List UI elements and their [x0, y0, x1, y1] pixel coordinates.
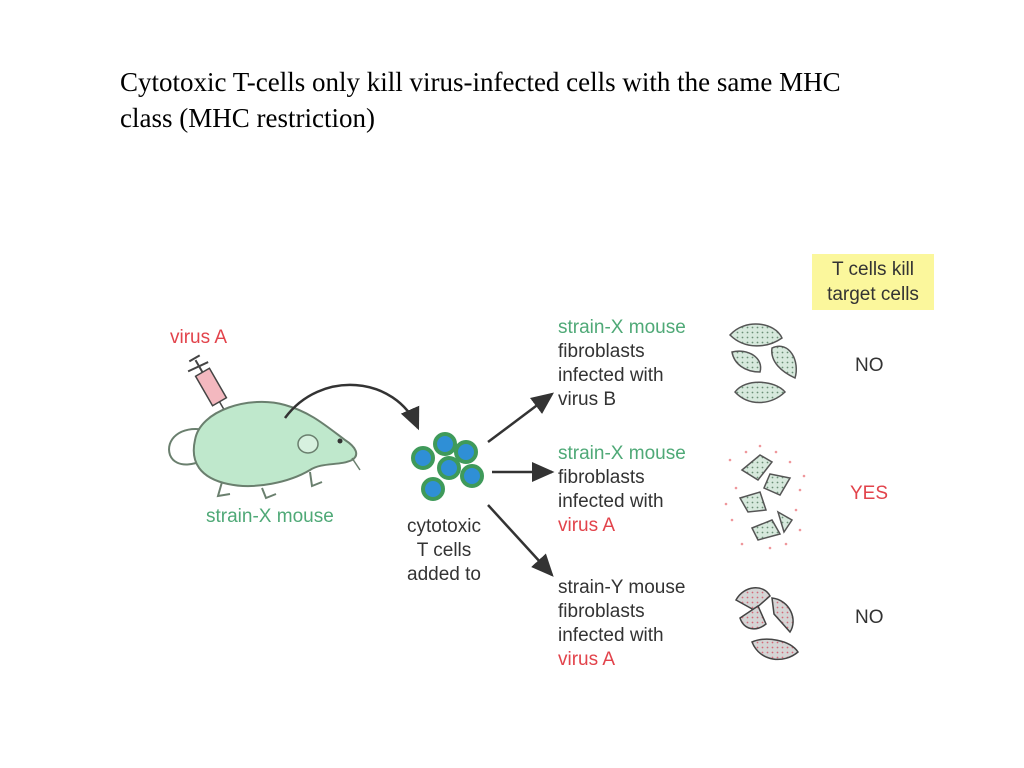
arrow-mouse-to-tcells	[283, 383, 420, 431]
row-2-label: strain-X mouse fibroblasts infected with…	[558, 443, 686, 536]
arrow-to-row-1	[487, 392, 554, 443]
key-box: T cells kill target cells	[812, 254, 934, 310]
tcells-label: cytotoxic T cells added to	[407, 516, 481, 585]
row-1-result: NO	[855, 355, 884, 376]
row-1-label: strain-X mouse fibroblasts infected with…	[558, 317, 686, 410]
syringe-icon	[187, 354, 229, 416]
tcell-cluster	[411, 432, 484, 501]
row-2-result: YES	[850, 483, 889, 504]
fibroblasts-row-1	[728, 323, 797, 404]
mouse-label: strain-X mouse	[206, 506, 334, 527]
mouse-illustration	[168, 400, 361, 500]
slide-title: Cytotoxic T-cells only kill virus-infect…	[120, 67, 841, 133]
row-3-label: strain-Y mouse fibroblasts infected with…	[558, 577, 686, 670]
arrow-to-row-3	[487, 504, 554, 577]
virus-label: virus A	[170, 327, 228, 348]
row-3-result: NO	[855, 607, 884, 628]
fibroblasts-row-2	[724, 444, 806, 550]
fibroblasts-row-3	[734, 587, 799, 661]
